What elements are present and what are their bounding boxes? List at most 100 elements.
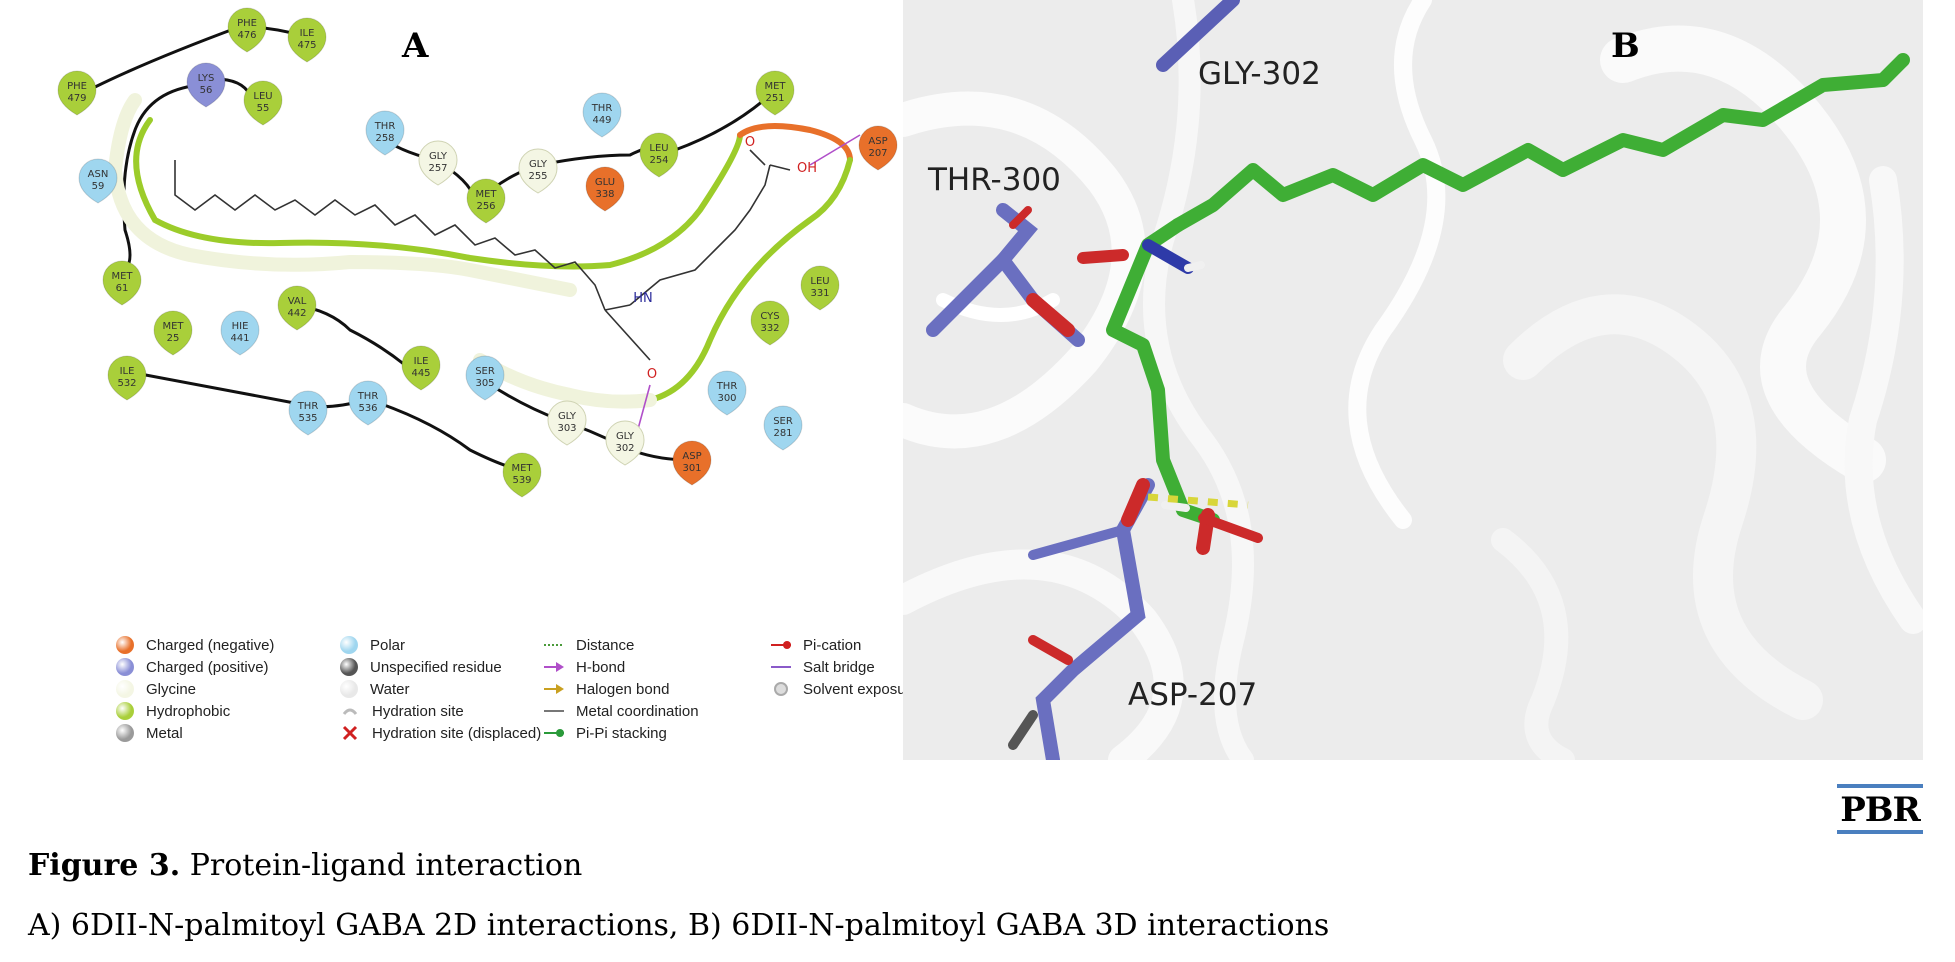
gaba-chain-3d — [1106, 218, 1220, 527]
legend-swatch-icon — [771, 658, 791, 676]
residue-name: PHE — [237, 18, 257, 29]
logo-bar-top — [1837, 784, 1923, 788]
residue-name: ASP — [868, 136, 887, 147]
residue-marker — [639, 132, 679, 178]
residue-number: 301 — [682, 463, 701, 474]
residue-number: 338 — [595, 189, 614, 200]
residue-number: 332 — [760, 323, 779, 334]
legend-item: H-bond — [544, 658, 625, 676]
residue-name: GLY — [616, 431, 635, 442]
backbone-segment — [94, 25, 240, 89]
residue-name: CYS — [760, 311, 779, 322]
label-gly302: GLY-302 — [1198, 56, 1321, 92]
legend-item: Hydration site — [340, 702, 464, 720]
asp207-oxygen — [1028, 635, 1073, 665]
legend-item: Charged (negative) — [116, 636, 274, 654]
atom-oxygen-acid: O — [745, 135, 755, 150]
legend: Charged (negative)Charged (positive)Glyc… — [116, 636, 956, 754]
legend-label: Pi-Pi stacking — [576, 724, 667, 742]
acid-hydrogen-3d — [1161, 501, 1190, 512]
panel-b-letter: B — [1611, 26, 1640, 66]
residue-marker — [582, 92, 622, 138]
residue-marker — [277, 285, 317, 331]
residue-marker — [102, 260, 142, 306]
legend-label: Polar — [370, 636, 406, 654]
legend-label: Hydration site (displaced) — [372, 724, 542, 742]
legend-swatch-icon — [116, 680, 134, 698]
legend-swatch-icon — [116, 636, 134, 654]
legend-swatch-icon — [771, 680, 791, 698]
residue-marker — [750, 300, 790, 346]
residue-number: 257 — [428, 163, 447, 174]
backbone-segment — [369, 398, 521, 472]
residue-name: THR — [716, 381, 738, 392]
residue-marker — [186, 62, 226, 108]
backbone-segment — [134, 371, 366, 409]
carbonyl-bond — [604, 304, 631, 311]
residue-name: MET — [111, 271, 133, 282]
panel-b-3d-view: GLY-302 THR-300 ASP-207 B — [903, 0, 1923, 760]
pocket-outline-green-lower — [647, 157, 853, 403]
palmitoyl-chain-3d — [1171, 53, 1910, 232]
legend-swatch-icon — [544, 658, 564, 676]
residue-name: PHE — [67, 81, 87, 92]
legend-item: Pi-cation — [771, 636, 861, 654]
ligand-atom-labels: O OH HN O — [633, 135, 817, 382]
residue-number: 445 — [411, 368, 430, 379]
residue-name: HIE — [232, 321, 249, 332]
residue-name: GLY — [529, 159, 548, 170]
residue-name: LEU — [253, 91, 272, 102]
residue-name: GLY — [558, 411, 577, 422]
residue-name: LYS — [198, 73, 215, 84]
residue-marker — [466, 178, 506, 224]
backbone-segment — [479, 376, 691, 462]
legend-swatch-icon — [340, 724, 360, 742]
legend-item: Charged (positive) — [116, 658, 269, 676]
residue-number: 475 — [297, 40, 316, 51]
ribbon-loop — [1348, 0, 1446, 529]
residue-number: 55 — [257, 103, 270, 114]
thr300-oxygen — [1026, 293, 1075, 337]
residue-marker — [858, 125, 898, 171]
residue-marker — [401, 345, 441, 391]
residue-marker — [365, 110, 405, 156]
acid-oxygen-3d — [1198, 513, 1263, 543]
asp207-stick — [1028, 525, 1128, 560]
residue-number: 305 — [475, 378, 494, 389]
legend-item: Water — [340, 680, 409, 698]
legend-item: Solvent exposure — [771, 680, 919, 698]
legend-label: Hydrophobic — [146, 702, 231, 720]
amide-co-bond — [604, 309, 651, 361]
atom-hydroxyl: OH — [797, 161, 817, 176]
palmitoyl-chain — [174, 160, 606, 311]
legend-label: Halogen bond — [576, 680, 670, 698]
pocket-outline-light — [473, 353, 657, 409]
legend-swatch-icon — [544, 636, 564, 654]
legend-swatch-icon — [771, 636, 791, 654]
residue-number: 251 — [765, 93, 784, 104]
panel-a-2d-diagram: A — [50, 0, 919, 760]
residue-marker — [707, 370, 747, 416]
legend-item: Unspecified residue — [340, 658, 502, 676]
residue-number: 441 — [230, 333, 249, 344]
residue-name: LEU — [810, 276, 829, 287]
legend-item: Distance — [544, 636, 634, 654]
residue-number: 258 — [375, 133, 394, 144]
legend-item: Halogen bond — [544, 680, 669, 698]
pocket-outline-green — [133, 117, 743, 270]
hbond-3d — [1147, 493, 1249, 509]
